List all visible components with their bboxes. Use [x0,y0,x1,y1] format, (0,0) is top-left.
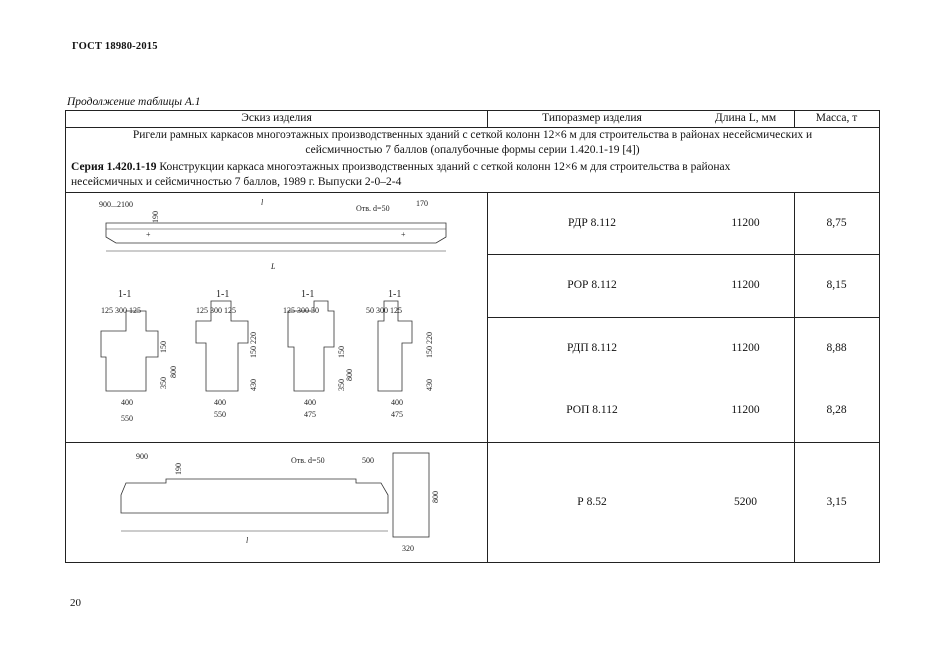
header-divider [487,111,488,127]
beam-sketch-drawing: 900...2100 190 Отв. d=50 170 l L + + 1-1… [99,198,447,423]
l-label: l [261,198,264,207]
page-number: 20 [70,597,81,609]
group-title-line1: Ригели рамных каркасов многоэтажных прои… [132,129,813,141]
header-mass: Масса, т [815,112,858,124]
section-1 [100,310,159,392]
row-1-length: 11200 [731,217,760,229]
group-title-line2: сейсмичностью 7 баллов (опалубочные форм… [305,144,640,156]
row-3-mass: 8,88 [826,342,847,354]
section-2-top-dims: 125 300 125 [196,306,236,315]
section-4 [377,300,413,392]
section-1-h3: 350 [159,377,168,389]
series-line2: несейсмичных и сейсмичностью 7 баллов, 1… [71,176,402,188]
section-3-h2: 800 [345,369,354,381]
section-2 [195,300,249,392]
r-dim-320: 320 [402,544,414,553]
dim-900-2100: 900...2100 [99,200,133,209]
table-continuation-label: Продолжение таблицы А.1 [67,96,201,108]
header-divider [794,111,795,127]
section-3 [287,300,335,392]
section-1-title: 1-1 [118,289,131,300]
series-code: Серия 1.420.1-19 [71,161,157,173]
series-description: Серия 1.420.1-19 Конструкции каркаса мно… [71,160,876,190]
row-3-length: 11200 [731,342,760,354]
section-4-title: 1-1 [388,289,401,300]
dim-170: 170 [416,199,428,208]
row-5-type: Р 8.52 [577,496,607,508]
r-hole-label: Отв. d=50 [291,456,325,465]
row-divider [487,317,879,318]
header-type-size: Типоразмер изделия [542,112,642,124]
section-4-top-dims: 50 300 125 [366,306,402,315]
series-line1: Конструкции каркаса многоэтажных произво… [156,161,731,173]
col-divider-2 [794,192,795,563]
short-beam-section [392,452,430,538]
section-2-title: 1-1 [216,289,229,300]
section-1-top-dims: 125 300 125 [101,306,141,315]
col-divider-1 [487,192,488,563]
row-4-mass: 8,28 [826,404,847,416]
r-l-label: l [246,536,249,545]
row-4-type: РОП 8.112 [566,404,618,416]
row-3-type: РДП 8.112 [566,342,617,354]
products-table: Эскиз изделия Типоразмер изделия Длина L… [65,110,880,563]
short-beam-elevation [120,478,389,514]
section-4-h2: 430 [425,379,434,391]
r-dim-900: 900 [136,452,148,461]
section-4-h1: 150 220 [425,332,434,358]
section-3-b2: 475 [304,410,316,419]
section-3-top-dims: 125 300 50 [283,306,319,315]
row-1-type: РДР 8.112 [567,217,617,229]
section-1-h2: 800 [169,366,178,378]
group-bottom-line [66,192,879,193]
section-1-h1: 150 [159,341,168,353]
svg-text:+: + [146,230,151,239]
row-2-mass: 8,15 [826,279,847,291]
r-dim-500: 500 [362,456,374,465]
beam-elevation [105,222,447,244]
row-5-mass: 3,15 [826,496,847,508]
r-dim-190: 190 [174,463,183,475]
row-2-type: РОР 8.112 [567,279,617,291]
row-divider [66,442,879,443]
section-2-h1: 150 220 [249,332,258,358]
row-1-mass: 8,75 [826,217,847,229]
r-dim-800: 800 [431,491,440,503]
row-4-length: 11200 [731,404,760,416]
section-3-title: 1-1 [301,289,314,300]
short-beam-sketch-drawing: 900 190 Отв. d=50 500 800 320 l [120,452,440,553]
row-divider [487,254,879,255]
section-2-h2: 430 [249,379,258,391]
L-label: L [270,262,276,271]
section-3-h3: 350 [337,379,346,391]
section-4-b2: 475 [391,410,403,419]
section-3-h1: 150 [337,346,346,358]
header-length: Длина L, мм [714,112,777,124]
section-2-b1: 400 [214,398,226,407]
section-1-b2: 550 [121,414,133,423]
svg-text:+: + [401,230,406,239]
row-2-length: 11200 [731,279,760,291]
standard-header: ГОСТ 18980-2015 [72,41,158,52]
header-sketch: Эскиз изделия [241,112,312,124]
section-3-b1: 400 [304,398,316,407]
section-1-b1: 400 [121,398,133,407]
header-bottom-line [66,127,879,128]
dim-190: 190 [151,211,160,223]
section-2-b2: 550 [214,410,226,419]
section-4-b1: 400 [391,398,403,407]
row-5-length: 5200 [734,496,757,508]
hole-label: Отв. d=50 [356,204,390,213]
group-title: Ригели рамных каркасов многоэтажных прои… [66,128,879,158]
